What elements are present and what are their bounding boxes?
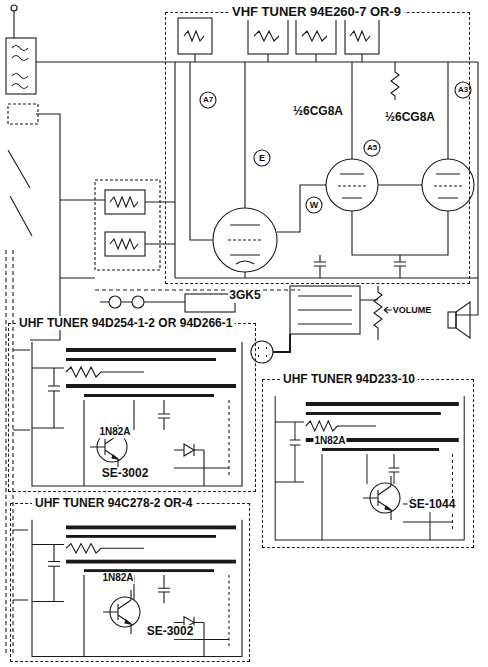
wire xyxy=(145,202,175,244)
wire xyxy=(277,185,448,255)
callout-circle xyxy=(306,197,322,213)
transistor-symbol xyxy=(363,476,400,520)
tube-envelope xyxy=(326,159,378,211)
dashed-outline xyxy=(262,379,474,548)
wire xyxy=(13,11,14,38)
coil-symbol xyxy=(184,31,370,41)
coil-symbol xyxy=(110,197,138,249)
uhf-tuner-circuit xyxy=(275,396,464,540)
diode-type: 1N82A xyxy=(101,572,134,584)
coil-box xyxy=(95,180,160,270)
tube-type: 3GK5 xyxy=(228,289,261,303)
volume-control xyxy=(374,286,392,340)
tube-grid xyxy=(228,239,262,240)
tuner-heading: UHF TUNER 94D233-10 xyxy=(280,372,418,386)
callout-circle xyxy=(200,92,216,108)
tube-grid xyxy=(338,185,366,186)
callout-letter: E xyxy=(259,153,265,163)
resistor-symbol xyxy=(391,62,399,100)
plug-pins xyxy=(258,334,290,356)
antenna-rod xyxy=(8,150,32,236)
callout-circle xyxy=(364,140,380,156)
tube-grid xyxy=(434,185,462,186)
tuner-heading: UHF TUNER 94C278-2 OR-4 xyxy=(32,496,195,510)
dashed-outline xyxy=(165,12,470,284)
tuner-title: VHF TUNER 94E260-7 OR-9 xyxy=(232,4,401,20)
uhf-tuner-circuit xyxy=(32,342,242,486)
plug-socket xyxy=(251,341,273,363)
coil-symbol xyxy=(12,46,28,89)
antenna-terminal xyxy=(11,5,17,11)
tube-type: ½6CG8A xyxy=(384,111,436,125)
tuner-title: UHF TUNER 94C278-2 OR-4 xyxy=(35,496,192,510)
wire xyxy=(100,301,185,302)
transistor-type: SE-1044 xyxy=(408,498,457,512)
control-name: VOLUME xyxy=(392,305,433,315)
callout-letter: A7 xyxy=(203,95,213,104)
tube-envelope xyxy=(422,159,474,211)
power-line xyxy=(95,289,300,290)
speaker-cone xyxy=(456,302,470,338)
wire xyxy=(13,350,30,600)
shield-can xyxy=(178,18,212,54)
transistor-type: SE-3002 xyxy=(101,467,150,481)
coil-box xyxy=(105,190,145,214)
tuner-panel: UHF TUNER 94D233-10 xyxy=(262,372,474,548)
transistor-type: SE-3002 xyxy=(146,625,195,639)
tuner-heading: UHF TUNER 94D254-1-2 OR 94D266-1 xyxy=(16,316,235,330)
filter-box xyxy=(8,104,38,124)
speaker-magnet xyxy=(448,312,456,328)
tuner-panel: UHF TUNER 94D254-1-2 OR 94D266-1 xyxy=(8,316,256,492)
balun-transformer xyxy=(6,38,36,94)
uhf-tuner-circuit xyxy=(32,520,242,657)
callout-circle xyxy=(455,82,471,98)
diode-type: 1N82A xyxy=(98,426,131,438)
wire xyxy=(175,62,478,315)
wire xyxy=(195,54,362,62)
callout-letter: A3 xyxy=(458,85,468,94)
fuse-symbol xyxy=(109,296,121,308)
tube-envelope xyxy=(213,208,277,272)
fuse-symbol xyxy=(132,296,144,308)
callout-circle xyxy=(254,150,270,166)
switch-contacts xyxy=(298,296,378,324)
capacitor-symbol xyxy=(314,255,406,278)
wire xyxy=(30,62,478,340)
tuner-title: UHF TUNER 94D233-10 xyxy=(283,372,415,386)
tuner-heading: VHF TUNER 94E260-7 OR-9 xyxy=(229,4,404,20)
callout-letter: A5 xyxy=(367,143,377,152)
coil-box xyxy=(105,232,145,256)
diode-type: 1N82A xyxy=(313,435,346,447)
tuner-title: UHF TUNER 94D254-1-2 OR 94D266-1 xyxy=(19,316,232,330)
tube-electrodes xyxy=(230,225,260,264)
tube-type: ½6CG8A xyxy=(292,105,344,119)
callout-letter: W xyxy=(310,200,319,210)
transistor-symbol xyxy=(103,590,140,634)
tuner-panel: VHF TUNER 94E260-7 OR-9 xyxy=(165,4,470,284)
